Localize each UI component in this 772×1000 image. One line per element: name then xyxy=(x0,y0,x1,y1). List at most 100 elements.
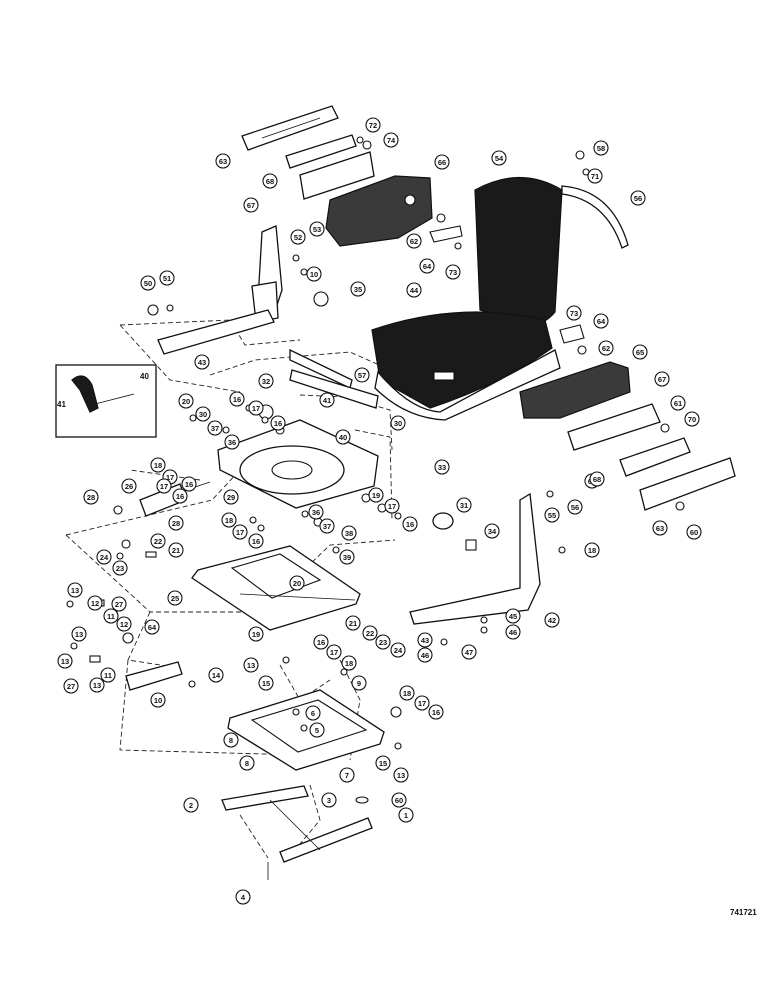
callout-number: 33 xyxy=(438,463,446,472)
callout-number: 30 xyxy=(394,419,402,428)
part-callout-21: 21 xyxy=(168,542,184,558)
callout-circle xyxy=(289,575,305,591)
part-callout-10: 10 xyxy=(306,266,322,282)
callout-circle xyxy=(156,478,172,494)
callout-number: 58 xyxy=(597,144,605,153)
part-callout-51: 51 xyxy=(159,270,175,286)
callout-circle xyxy=(313,634,329,650)
callout-circle xyxy=(319,392,335,408)
callout-circle xyxy=(168,542,184,558)
part-callout-30: 30 xyxy=(390,415,406,431)
callout-number: 9 xyxy=(357,679,361,688)
part-callout-64: 64 xyxy=(144,619,160,635)
callout-number: 3 xyxy=(327,796,331,805)
callout-number: 56 xyxy=(571,503,579,512)
callout-circle xyxy=(445,264,461,280)
part-callout-53: 53 xyxy=(309,221,325,237)
callout-circle xyxy=(419,258,435,274)
part-callout-5: 5 xyxy=(309,722,325,738)
swivel-assembly xyxy=(217,348,379,509)
part-callout-21: 21 xyxy=(345,615,361,631)
callout-circle xyxy=(248,626,264,642)
callout-circle xyxy=(428,704,444,720)
part-callout-58: 58 xyxy=(593,140,609,156)
callout-number: 21 xyxy=(172,546,180,555)
callout-number: 43 xyxy=(421,636,429,645)
callout-circle xyxy=(593,313,609,329)
part-callout-17: 17 xyxy=(326,644,342,660)
callout-circle xyxy=(305,705,321,721)
callout-number: 63 xyxy=(219,157,227,166)
part-callout-16: 16 xyxy=(313,634,329,650)
callout-circle xyxy=(684,411,700,427)
callout-circle xyxy=(383,132,399,148)
part-callout-41: 41 xyxy=(319,392,335,408)
callout-number: 16 xyxy=(185,480,193,489)
part-callout-18: 18 xyxy=(150,457,166,473)
right-rails xyxy=(567,403,736,511)
callout-circle xyxy=(398,807,414,823)
callout-number: 46 xyxy=(509,628,517,637)
callout-circle xyxy=(309,221,325,237)
callout-number: 6 xyxy=(311,709,315,718)
callout-circle xyxy=(368,487,384,503)
callout-number: 38 xyxy=(345,529,353,538)
callout-circle xyxy=(140,275,156,291)
callout-number: 18 xyxy=(588,546,596,555)
callout-circle xyxy=(414,695,430,711)
part-callout-15: 15 xyxy=(375,755,391,771)
callout-circle xyxy=(345,615,361,631)
callout-number: 37 xyxy=(323,522,331,531)
callout-number: 47 xyxy=(465,648,473,657)
callout-circle xyxy=(339,767,355,783)
callout-circle xyxy=(341,525,357,541)
callout-circle xyxy=(351,675,367,691)
part-callout-15: 15 xyxy=(258,675,274,691)
part-callout-39: 39 xyxy=(339,549,355,565)
callout-number: 36 xyxy=(312,508,320,517)
part-callout-22: 22 xyxy=(150,533,166,549)
callout-number: 73 xyxy=(449,268,457,277)
callout-number: 35 xyxy=(354,285,362,294)
callout-circle xyxy=(63,678,79,694)
part-callout-74: 74 xyxy=(383,132,399,148)
callout-number: 34 xyxy=(488,527,497,536)
callout-number: 23 xyxy=(116,564,124,573)
callout-circle xyxy=(402,516,418,532)
callout-number: 17 xyxy=(160,482,168,491)
part-callout-20: 20 xyxy=(178,393,194,409)
part-callout-17: 17 xyxy=(156,478,172,494)
part-callout-50: 50 xyxy=(140,275,156,291)
callout-number: 52 xyxy=(294,233,302,242)
callout-circle xyxy=(195,406,211,422)
part-callout-12: 12 xyxy=(116,616,132,632)
part-callout-24: 24 xyxy=(96,549,112,565)
part-callout-28: 28 xyxy=(168,515,184,531)
callout-circle xyxy=(150,457,166,473)
callout-number: 17 xyxy=(166,473,174,482)
callout-circle xyxy=(686,524,702,540)
callout-number: 16 xyxy=(406,520,414,529)
callout-circle xyxy=(326,644,342,660)
inset-detail-box: 41 40 xyxy=(55,364,157,438)
seat-cushion xyxy=(371,311,561,421)
part-callout-63: 63 xyxy=(652,520,668,536)
part-callout-43: 43 xyxy=(194,354,210,370)
left-linkage xyxy=(66,599,196,691)
callout-number: 27 xyxy=(115,600,123,609)
callout-number: 30 xyxy=(199,410,207,419)
callout-number: 18 xyxy=(345,659,353,668)
part-callout-20: 20 xyxy=(289,575,305,591)
callout-number: 11 xyxy=(107,612,115,621)
part-callout-67: 67 xyxy=(654,371,670,387)
callout-circle xyxy=(630,190,646,206)
part-callout-12: 12 xyxy=(87,595,103,611)
callout-number: 17 xyxy=(330,648,338,657)
callout-circle xyxy=(434,459,450,475)
callout-number: 62 xyxy=(410,237,418,246)
part-callout-25: 25 xyxy=(167,590,183,606)
part-callout-73: 73 xyxy=(566,305,582,321)
callout-circle xyxy=(121,478,137,494)
callout-circle xyxy=(375,634,391,650)
callout-circle xyxy=(461,644,477,660)
